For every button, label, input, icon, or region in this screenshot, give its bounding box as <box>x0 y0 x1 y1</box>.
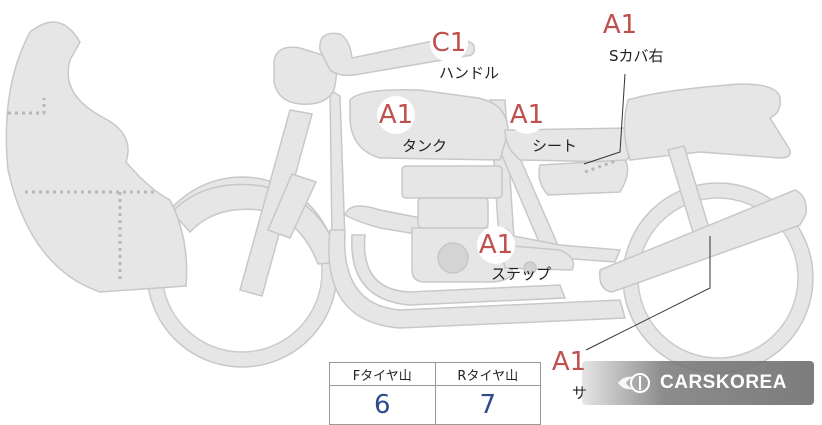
front-tire-value: 6 <box>329 385 436 425</box>
part-label-handle: ハンドル <box>439 64 500 82</box>
part-label-side-cover-right: Sカバ右 <box>609 47 664 65</box>
headlight <box>273 46 338 105</box>
rear-cowl <box>623 83 792 161</box>
carskorea-watermark: CARSKOREA <box>582 361 814 405</box>
front-tire-header: Fタイヤ山 <box>329 362 436 386</box>
step <box>499 244 575 271</box>
tire-tread-table: Fタイヤ山 Rタイヤ山 6 7 <box>329 362 541 425</box>
grade-badge-tank: A1 <box>377 96 415 134</box>
leader-side-cover <box>583 73 626 165</box>
muffler <box>599 189 808 293</box>
front-fork <box>239 109 313 297</box>
grade-badge-seat: A1 <box>508 96 546 134</box>
part-label-tank: タンク <box>402 137 448 155</box>
frame-downtube <box>329 88 346 243</box>
exhaust-pipe <box>328 229 626 329</box>
rear-tire-header: Rタイヤ山 <box>434 362 541 386</box>
part-label-step: ステップ <box>491 265 552 283</box>
rear-tire-value: 7 <box>434 385 541 425</box>
side-cover <box>538 159 629 196</box>
grade-badge-side-cover-right: A1 <box>601 6 639 44</box>
grade-badge-step: A1 <box>477 226 515 264</box>
part-label-seat: シート <box>532 137 578 155</box>
front-fairing <box>5 21 188 293</box>
carskorea-logo-icon <box>618 373 650 393</box>
engine-head <box>401 165 503 199</box>
leader-muffler <box>585 236 711 351</box>
grade-badge-handle: C1 <box>430 24 468 62</box>
watermark-text: CARSKOREA <box>660 372 787 393</box>
grade-badge-muffler: A1 <box>550 343 588 381</box>
